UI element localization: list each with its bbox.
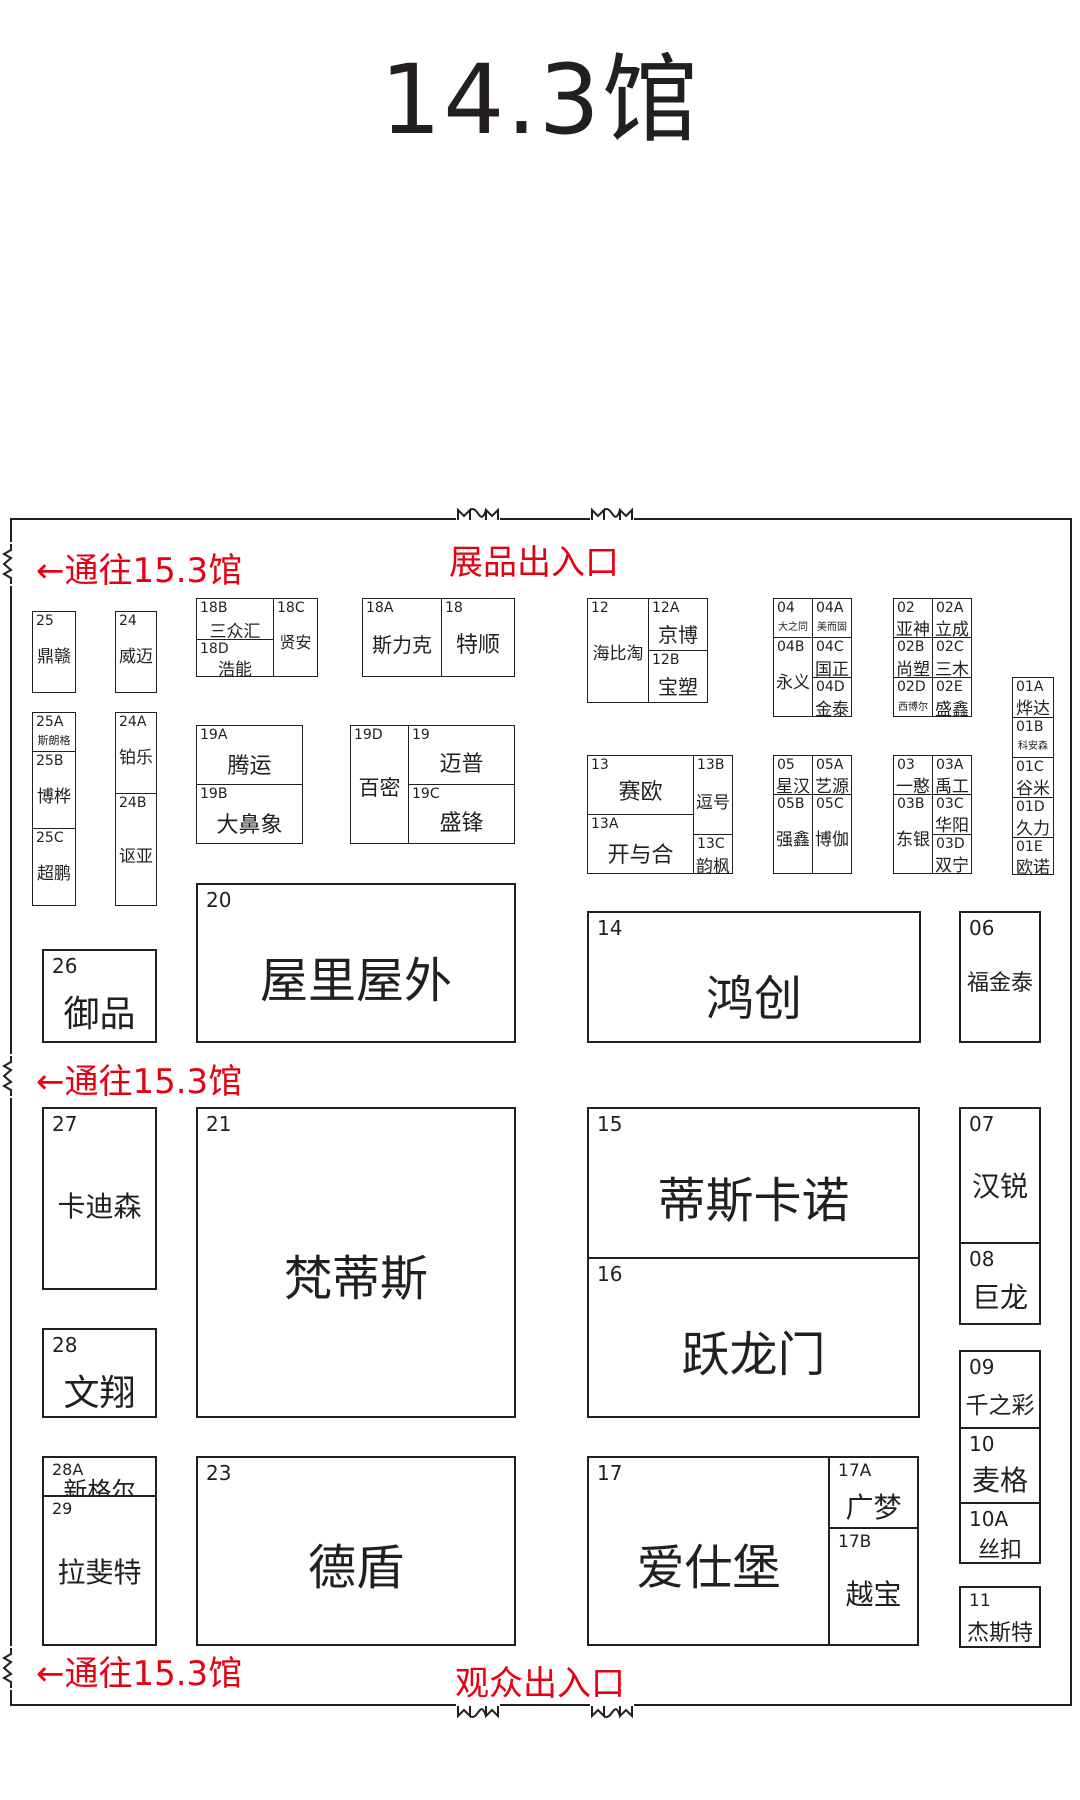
top-door-right-icon	[590, 500, 634, 540]
link-to-15-3-middle: ←通往15.3馆	[36, 1062, 243, 1102]
booth-01b[interactable]: 01B 科安森	[1012, 717, 1054, 758]
booth-04c[interactable]: 04C 国正	[812, 637, 852, 680]
booth-29[interactable]: 29 拉斐特	[42, 1495, 157, 1646]
booth-19d[interactable]: 19D 百密	[350, 725, 409, 844]
visitor-entrance-label: 观众出入口	[455, 1664, 625, 1704]
booth-18[interactable]: 18 特顺	[441, 598, 515, 677]
booth-13c[interactable]: 13C 韵枫	[693, 834, 733, 877]
booth-03d[interactable]: 03D 双宁	[932, 834, 972, 876]
booth-10a[interactable]: 10A 丝扣	[959, 1502, 1041, 1564]
booth-02[interactable]: 02 亚神	[893, 598, 933, 640]
booth-07[interactable]: 07 汉锐	[959, 1107, 1041, 1244]
booth-05a[interactable]: 05A 艺源	[812, 755, 852, 797]
booth-28a[interactable]: 28A 新格尔	[42, 1456, 157, 1505]
booth-18d[interactable]: 18D 浩能	[196, 639, 274, 680]
booth-20[interactable]: 20 屋里屋外	[196, 883, 516, 1043]
booth-24a[interactable]: 24A 铂乐	[115, 712, 157, 794]
booth-21[interactable]: 21 梵蒂斯	[196, 1107, 516, 1418]
booth-18c[interactable]: 18C 贤安	[273, 598, 318, 677]
hall-title: 14.3馆	[380, 44, 700, 156]
booth-16[interactable]: 16 跃龙门	[587, 1257, 920, 1418]
booth-04b[interactable]: 04B 永义	[773, 637, 813, 717]
booth-12[interactable]: 12 海比淘	[587, 598, 649, 703]
booth-04d[interactable]: 04D 金泰	[812, 677, 852, 720]
booth-11[interactable]: 11 杰斯特	[959, 1586, 1041, 1648]
booth-09[interactable]: 09 千之彩	[959, 1350, 1041, 1429]
booth-24[interactable]: 24 威迈	[115, 611, 157, 693]
booth-01c[interactable]: 01C 谷米	[1012, 757, 1054, 799]
booth-02e[interactable]: 02E 盛鑫	[932, 677, 972, 720]
booth-13a[interactable]: 13A 开与合	[587, 814, 694, 874]
bottom-door-right-icon	[590, 1692, 634, 1732]
booth-17b[interactable]: 17B 越宝	[828, 1527, 919, 1646]
booth-02a[interactable]: 02A 立成	[932, 598, 972, 640]
booth-04[interactable]: 04 大之同	[773, 598, 813, 638]
booth-19[interactable]: 19 迈普	[408, 725, 515, 785]
booth-12b[interactable]: 12B 宝塑	[648, 650, 708, 703]
booth-28[interactable]: 28 文翔	[42, 1328, 157, 1418]
booth-02d[interactable]: 02D 西博尔	[893, 677, 933, 717]
booth-02c[interactable]: 02C 三木	[932, 637, 972, 680]
booth-17a[interactable]: 17A 广梦	[828, 1456, 919, 1529]
booth-03a[interactable]: 03A 禹工	[932, 755, 972, 797]
booth-03b[interactable]: 03B 东银	[893, 794, 933, 874]
booth-25c[interactable]: 25C 超鹏	[32, 828, 76, 906]
booth-03[interactable]: 03 一憨	[893, 755, 933, 797]
link-to-15-3-top: ←通往15.3馆	[36, 551, 243, 591]
booth-05c[interactable]: 05C 博伽	[812, 794, 852, 874]
top-door-left-icon	[456, 500, 500, 540]
booth-26[interactable]: 26 御品	[42, 949, 157, 1043]
booth-19c[interactable]: 19C 盛锋	[408, 784, 515, 844]
booth-03c[interactable]: 03C 华阳	[932, 794, 972, 836]
booth-25b[interactable]: 25B 博桦	[32, 751, 76, 829]
booth-25[interactable]: 25 鼎赣	[32, 611, 76, 693]
left-opening-bottom-icon	[0, 1646, 22, 1690]
booth-19b[interactable]: 19B 大鼻象	[196, 784, 303, 844]
booth-02b[interactable]: 02B 尚塑	[893, 637, 933, 680]
booth-01d[interactable]: 01D 久力	[1012, 797, 1054, 839]
booth-01e[interactable]: 01E 欧诺	[1012, 837, 1054, 878]
booth-13b[interactable]: 13B 逗号	[693, 755, 733, 835]
booth-19a[interactable]: 19A 腾运	[196, 725, 303, 785]
booth-23[interactable]: 23 德盾	[196, 1456, 516, 1646]
booth-04a[interactable]: 04A 美而固	[812, 598, 852, 638]
booth-18a[interactable]: 18A 斯力克	[362, 598, 442, 677]
booth-12a[interactable]: 12A 京博	[648, 598, 708, 651]
booth-15[interactable]: 15 蒂斯卡诺	[587, 1107, 920, 1259]
booth-14[interactable]: 14 鸿创	[587, 911, 921, 1043]
bottom-door-left-icon	[456, 1692, 500, 1732]
booth-01a[interactable]: 01A 烨达	[1012, 677, 1054, 719]
left-opening-top-icon	[0, 542, 22, 586]
exhibit-entrance-label: 展品出入口	[449, 543, 619, 583]
booth-18b[interactable]: 18B 三众汇	[196, 598, 274, 642]
booth-25a[interactable]: 25A 斯朗格	[32, 712, 76, 752]
booth-24b[interactable]: 24B 讴亚	[115, 793, 157, 906]
hall-floor-plan	[10, 518, 1072, 1706]
booth-10[interactable]: 10 麦格	[959, 1427, 1041, 1504]
booth-08[interactable]: 08 巨龙	[959, 1242, 1041, 1325]
link-to-15-3-bottom: ←通往15.3馆	[36, 1654, 243, 1694]
left-opening-middle-icon	[0, 1054, 22, 1098]
booth-13[interactable]: 13 赛欧	[587, 755, 694, 815]
booth-05b[interactable]: 05B 强鑫	[773, 794, 813, 874]
booth-06[interactable]: 06 福金泰	[959, 911, 1041, 1043]
booth-05[interactable]: 05 星汉	[773, 755, 813, 797]
booth-17[interactable]: 17 爱仕堡	[587, 1456, 830, 1646]
booth-27[interactable]: 27 卡迪森	[42, 1107, 157, 1290]
